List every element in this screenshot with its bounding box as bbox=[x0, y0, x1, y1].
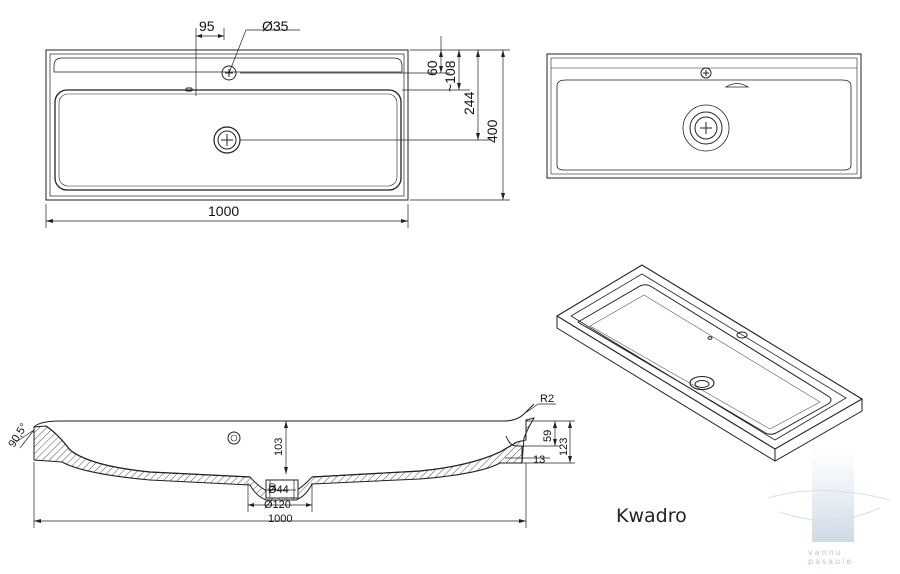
watermark-text: vannu pasaule bbox=[808, 548, 853, 566]
dim-59: 59 bbox=[542, 430, 554, 442]
dim-60: 60 bbox=[424, 60, 440, 76]
dim-10: 10 bbox=[268, 483, 277, 492]
dim-radius: R2 bbox=[540, 393, 554, 405]
dim-13: 13 bbox=[533, 454, 545, 466]
dim-tap-hole-diameter: Ø35 bbox=[262, 18, 289, 34]
watermark-logo bbox=[767, 446, 891, 542]
tap-hole bbox=[221, 65, 237, 81]
dim-1000-top: 1000 bbox=[208, 203, 239, 219]
watermark-line2: pasaule bbox=[808, 557, 854, 566]
top-outer-outline bbox=[45, 49, 409, 201]
top-view-arrowheads bbox=[46, 34, 505, 223]
front-view bbox=[546, 53, 862, 179]
dim-103: 103 bbox=[273, 438, 285, 456]
dim-400: 400 bbox=[484, 119, 500, 143]
section-view bbox=[33, 403, 536, 501]
top-view bbox=[45, 49, 409, 201]
dim-drain-120: Ø120 bbox=[264, 499, 291, 511]
product-name: Kwadro bbox=[616, 505, 687, 527]
watermark-line1: vannu bbox=[808, 548, 843, 557]
isometric-view bbox=[555, 264, 864, 462]
dim-123: 123 bbox=[558, 438, 570, 456]
section-dimensions bbox=[15, 403, 575, 528]
dim-95: 95 bbox=[199, 18, 215, 34]
dim-1000-section: 1000 bbox=[268, 513, 292, 525]
section-arrowheads bbox=[34, 421, 572, 523]
top-deck-recess bbox=[53, 57, 403, 73]
dim-angle: 90,5° bbox=[6, 421, 30, 449]
dim-drain-44: Ø44 bbox=[268, 484, 289, 496]
dim-108: ~108 bbox=[442, 60, 458, 92]
dim-244: 244 bbox=[461, 91, 477, 115]
